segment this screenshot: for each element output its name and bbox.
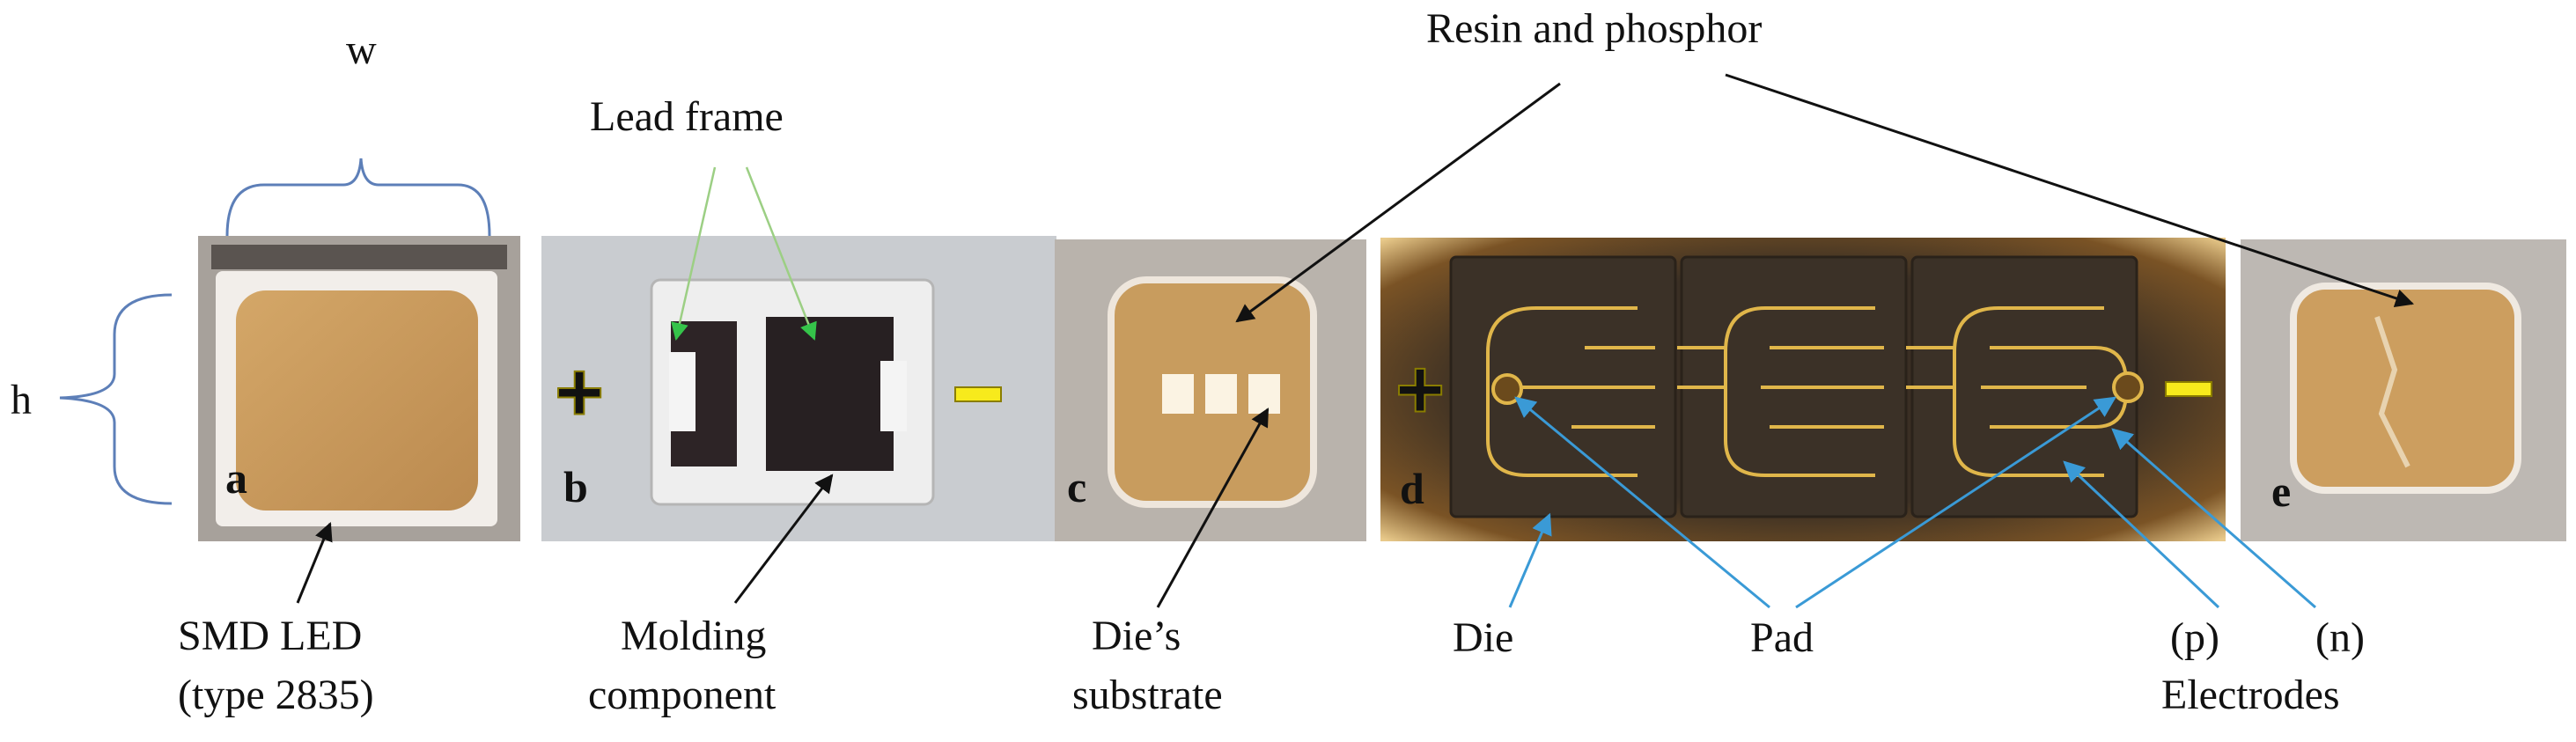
label-n: (n) (2315, 614, 2365, 661)
panel-a-phosphor-window (236, 290, 478, 511)
panel-e-resin: e (2241, 239, 2566, 541)
arrow-die-substrate (1156, 408, 1270, 608)
panel-e-package (2290, 283, 2521, 494)
arrow-lead-frame-left (671, 166, 717, 341)
panel-d-letter: d (1400, 464, 1424, 513)
panel-d-minus-sign (2165, 381, 2212, 397)
height-bracket: h (11, 293, 173, 505)
panel-b-plus-sign: + (555, 345, 604, 439)
panel-d-plus-sign: + (1395, 342, 1445, 437)
arrow-smd-led (296, 522, 333, 604)
label-lead-frame: Lead frame (590, 93, 784, 140)
arrow-resin-to-c (1235, 82, 1561, 323)
label-molding-line2: component (588, 672, 776, 718)
width-bracket: w (225, 26, 491, 237)
panel-d-pad-right (2112, 371, 2144, 403)
arrow-p-electrode (2063, 460, 2220, 609)
height-brace (59, 293, 173, 505)
arrow-lead-frame-right (745, 166, 817, 341)
panel-c-die-1 (1162, 374, 1194, 414)
annotation-labels: Lead frame Resin and phosphor SMD LED (t… (178, 5, 2365, 718)
panel-e-crack (2374, 316, 2410, 468)
annotation-arrows (296, 73, 2414, 609)
arrow-molding (733, 474, 834, 604)
arrow-die (1508, 512, 1552, 608)
panel-a-letter: a (225, 453, 247, 503)
panel-c-die-2 (1205, 374, 1237, 414)
panel-d-pad-left (1491, 373, 1523, 405)
panel-c-die-3 (1248, 374, 1280, 414)
panel-d-electrodes-chip-1 (1486, 306, 1655, 477)
label-die-substrate-line2: substrate (1072, 672, 1223, 718)
label-die-substrate-line1: Die’s (1092, 613, 1181, 659)
panel-b-letter: b (563, 462, 588, 511)
label-resin-phosphor: Resin and phosphor (1426, 5, 1762, 52)
arrow-pad-right (1795, 396, 2117, 609)
width-brace (225, 158, 491, 237)
panel-b-left-window (669, 352, 696, 431)
label-molding-line1: Molding (621, 613, 766, 659)
arrow-n-electrode (2111, 428, 2316, 609)
label-p: (p) (2170, 614, 2219, 661)
panel-c-die-substrate: c (1055, 239, 1366, 541)
panel-b-minus-sign (954, 386, 1002, 402)
panel-b-lead-frame-right (766, 317, 894, 471)
panel-b-molding: + b (541, 236, 1056, 541)
label-die: Die (1453, 614, 1513, 661)
arrow-pad-left (1514, 396, 1770, 609)
label-electrodes: Electrodes (2161, 672, 2340, 718)
height-label: h (11, 377, 32, 423)
label-pad: Pad (1750, 614, 1814, 661)
panel-d-die: + d (1380, 238, 2226, 541)
label-smd-led-line1: SMD LED (178, 613, 362, 659)
label-smd-led-line2: (type 2835) (178, 672, 374, 718)
panel-b-right-window (880, 361, 907, 431)
panel-a-smd-led: a (198, 236, 520, 541)
width-label: w (346, 26, 377, 73)
panel-a-top-slot (211, 245, 507, 269)
panel-d-electrodes-chip-2 (1677, 306, 1884, 477)
panel-e-letter: e (2271, 467, 2291, 516)
panel-c-letter: c (1067, 462, 1086, 511)
arrow-resin-to-e (1725, 73, 2414, 307)
